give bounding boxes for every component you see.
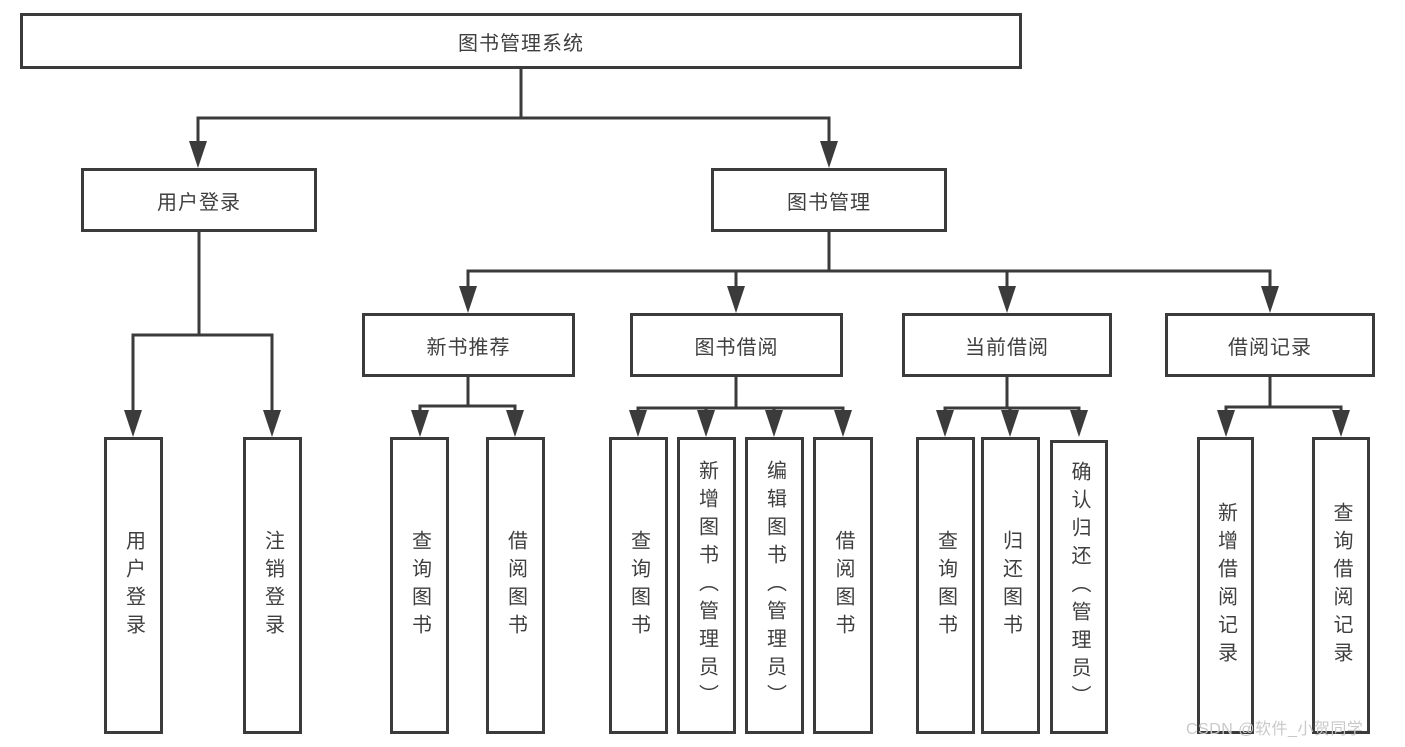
leaf-add-book-admin: 新增图书（管理员） — [677, 437, 736, 734]
leaf-return-books: 归还图书 — [981, 437, 1040, 734]
leaf-query-borrow-record-label: 查询借阅记录 — [1330, 501, 1352, 670]
node-borrow-records-label: 借阅记录 — [1228, 336, 1312, 359]
leaf-borrow-books-borrow: 借阅图书 — [813, 437, 873, 734]
node-user-login-branch-label: 用户登录 — [157, 191, 241, 214]
leaf-edit-book-admin-label: 编辑图书（管理员） — [763, 459, 786, 712]
leaf-confirm-return-admin-label: 确认归还（管理员） — [1068, 461, 1090, 713]
node-borrow-records: 借阅记录 — [1165, 313, 1375, 377]
node-book-borrow-label: 图书借阅 — [694, 336, 779, 359]
leaf-query-books-borrow: 查询图书 — [609, 437, 668, 734]
leaf-query-books-borrow-label: 查询图书 — [627, 529, 650, 642]
leaf-add-borrow-record-label: 新增借阅记录 — [1214, 501, 1237, 670]
leaf-return-books-label: 归还图书 — [999, 529, 1022, 642]
leaf-add-book-admin-label: 新增图书（管理员） — [695, 459, 718, 712]
leaf-edit-book-admin: 编辑图书（管理员） — [745, 437, 804, 734]
leaf-logout: 注销登录 — [243, 437, 302, 734]
node-new-book-recommend: 新书推荐 — [362, 313, 575, 377]
node-system-root: 图书管理系统 — [20, 13, 1022, 69]
leaf-query-books-recommend: 查询图书 — [390, 437, 449, 734]
leaf-borrow-books-recommend: 借阅图书 — [486, 437, 545, 734]
leaf-query-books-recommend-label: 查询图书 — [408, 529, 431, 642]
leaf-user-login-label: 用户登录 — [122, 529, 145, 642]
watermark: CSDN @软件_小贺同学 — [1186, 721, 1364, 738]
leaf-borrow-books-borrow-label: 借阅图书 — [832, 529, 854, 642]
leaf-add-borrow-record: 新增借阅记录 — [1197, 437, 1254, 734]
node-system-root-label: 图书管理系统 — [458, 32, 584, 55]
leaf-query-books-current-label: 查询图书 — [934, 529, 957, 642]
leaf-user-login: 用户登录 — [104, 437, 163, 734]
leaf-query-books-current: 查询图书 — [916, 437, 975, 734]
leaf-query-borrow-record: 查询借阅记录 — [1312, 437, 1370, 734]
node-book-borrow: 图书借阅 — [630, 313, 843, 377]
leaf-logout-label: 注销登录 — [261, 529, 284, 642]
leaf-borrow-books-recommend-label: 借阅图书 — [504, 529, 527, 642]
node-current-borrow: 当前借阅 — [902, 313, 1112, 377]
node-new-book-recommend-label: 新书推荐 — [426, 336, 511, 359]
leaf-confirm-return-admin: 确认归还（管理员） — [1050, 440, 1108, 734]
node-book-management-branch-label: 图书管理 — [787, 191, 871, 214]
node-current-borrow-label: 当前借阅 — [965, 336, 1049, 359]
node-user-login-branch: 用户登录 — [81, 168, 317, 232]
node-book-management-branch: 图书管理 — [711, 168, 947, 232]
